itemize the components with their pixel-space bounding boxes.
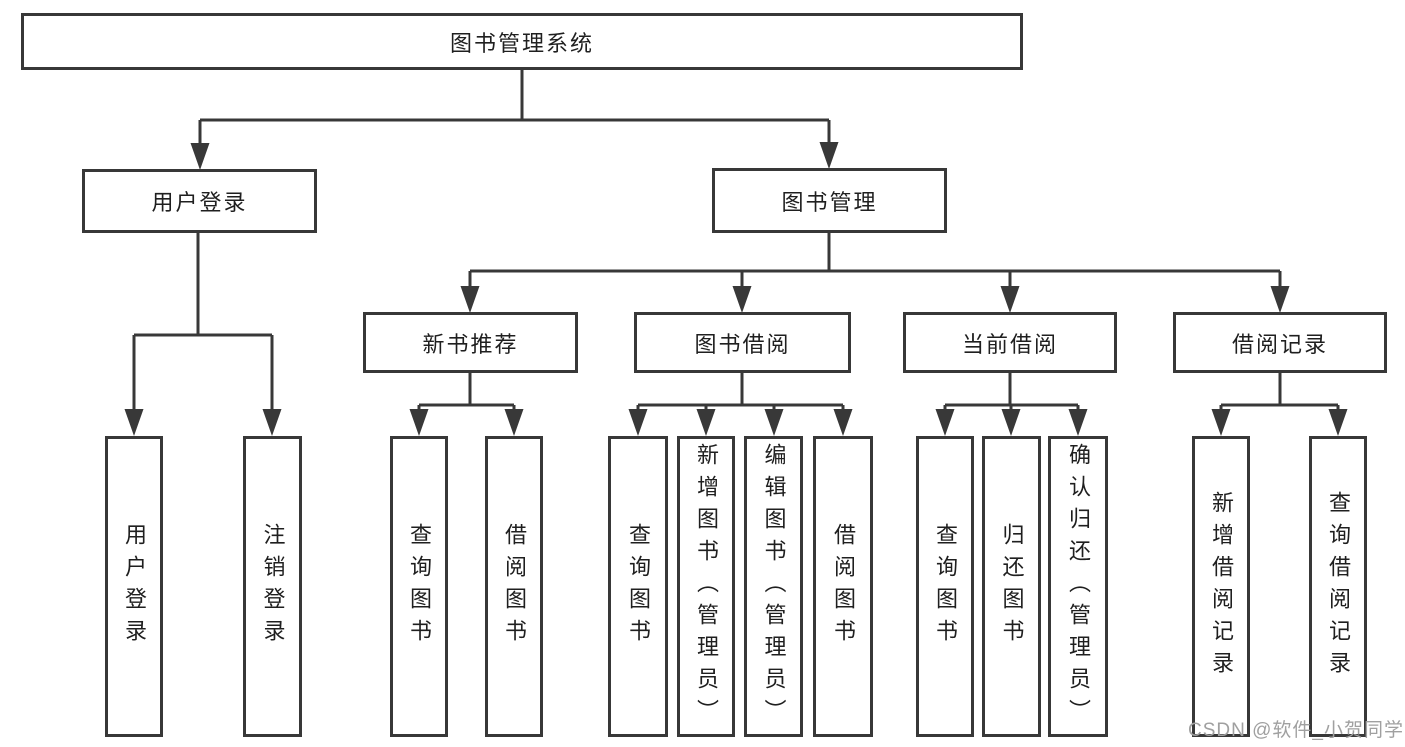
leaf-label: 新增图书（管理员） (694, 442, 719, 731)
node-label: 图书管理 (781, 189, 878, 215)
node-book-borrowing: 图书借阅 (634, 312, 851, 373)
node-book-management: 图书管理 (712, 168, 947, 233)
leaf-edit-book-admin: 编辑图书（管理员） (744, 436, 803, 737)
node-current-borrowing: 当前借阅 (903, 312, 1117, 373)
node-label: 新书推荐 (422, 331, 519, 357)
leaf-query-books-borrowing: 查询图书 (608, 436, 668, 737)
leaf-label: 借阅图书 (502, 522, 527, 651)
leaf-query-books-current: 查询图书 (916, 436, 974, 737)
leaf-label: 编辑图书（管理员） (761, 442, 787, 731)
leaf-label: 注销登录 (260, 522, 286, 651)
node-label: 用户登录 (151, 190, 248, 215)
leaf-add-borrow-record: 新增借阅记录 (1192, 436, 1250, 737)
leaf-borrow-books-recommend: 借阅图书 (485, 436, 543, 737)
leaf-label: 借阅图书 (831, 522, 856, 651)
node-library-management-system: 图书管理系统 (21, 13, 1023, 70)
leaf-user-login: 用户登录 (105, 436, 163, 737)
leaf-confirm-return-admin: 确认归还（管理员） (1048, 436, 1108, 737)
leaf-label: 查询图书 (407, 522, 432, 651)
leaf-label: 新增借阅记录 (1209, 490, 1234, 683)
node-new-book-recommend: 新书推荐 (363, 312, 578, 373)
leaf-label: 用户登录 (122, 522, 147, 651)
leaf-query-borrow-record: 查询借阅记录 (1309, 436, 1367, 737)
leaf-label: 归还图书 (999, 522, 1025, 651)
leaf-label: 查询图书 (933, 522, 958, 651)
leaf-query-books-recommend: 查询图书 (390, 436, 448, 737)
leaf-label: 查询图书 (626, 522, 651, 651)
node-label: 当前借阅 (961, 331, 1058, 357)
leaf-add-book-admin: 新增图书（管理员） (677, 436, 735, 737)
arrowhead-icons (124, 142, 1348, 436)
csdn-watermark: CSDN @软件_小贺同学 (1188, 720, 1404, 741)
node-borrowing-records: 借阅记录 (1173, 312, 1387, 373)
node-label: 图书管理系统 (449, 30, 594, 56)
leaf-label: 查询借阅记录 (1326, 490, 1351, 683)
node-user-login: 用户登录 (82, 169, 317, 233)
leaf-label: 确认归还（管理员） (1066, 442, 1091, 731)
leaf-logout: 注销登录 (243, 436, 302, 737)
node-label: 借阅记录 (1231, 331, 1328, 357)
leaf-borrow-books-borrowing: 借阅图书 (813, 436, 873, 737)
leaf-return-book: 归还图书 (982, 436, 1041, 737)
node-label: 图书借阅 (694, 331, 791, 357)
